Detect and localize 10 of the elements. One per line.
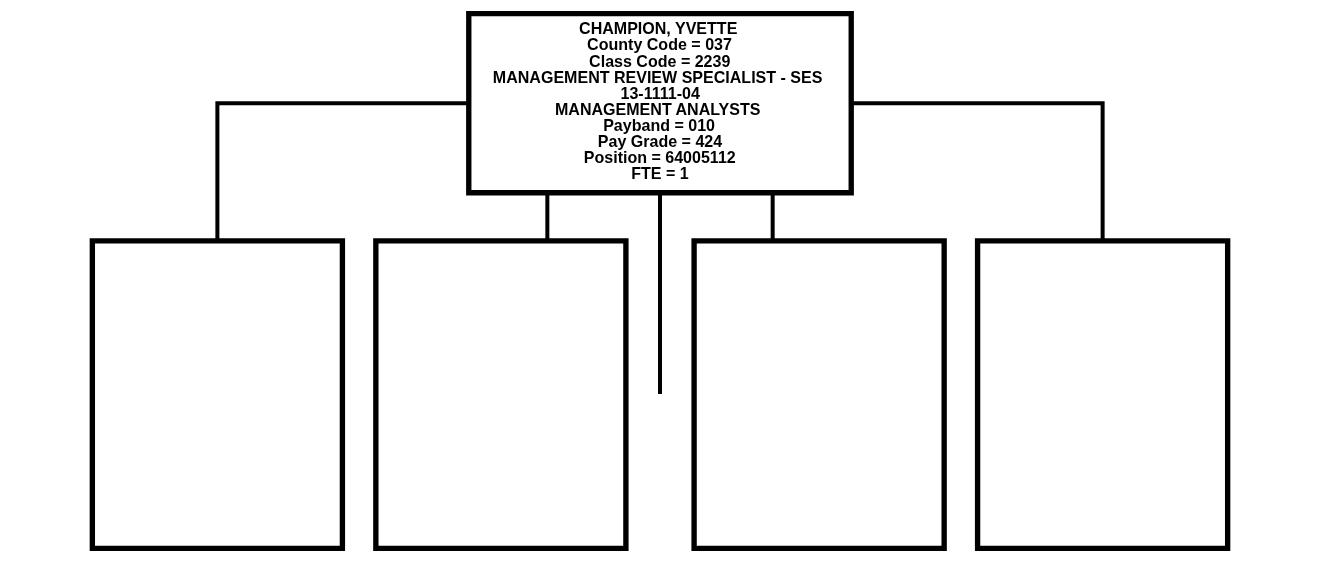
connector	[851, 101, 1105, 241]
node-box: CHAMPION, YVETTE County Code = 037 Class Code = 2239 MANAGEMENT REVIEW SPECIALIST - SES 13-1111-04 MANAGEMENT ANALYSTS Payband = 010 Pay Grade = 424 Position = 64005112 FTE = 1	[466, 10, 854, 196]
node-box	[974, 238, 1231, 552]
node-box	[691, 238, 947, 552]
connector	[545, 193, 550, 241]
connector	[658, 193, 662, 394]
node-box	[373, 238, 629, 552]
connector	[770, 193, 775, 241]
connector	[215, 101, 469, 241]
node-box	[89, 238, 346, 552]
